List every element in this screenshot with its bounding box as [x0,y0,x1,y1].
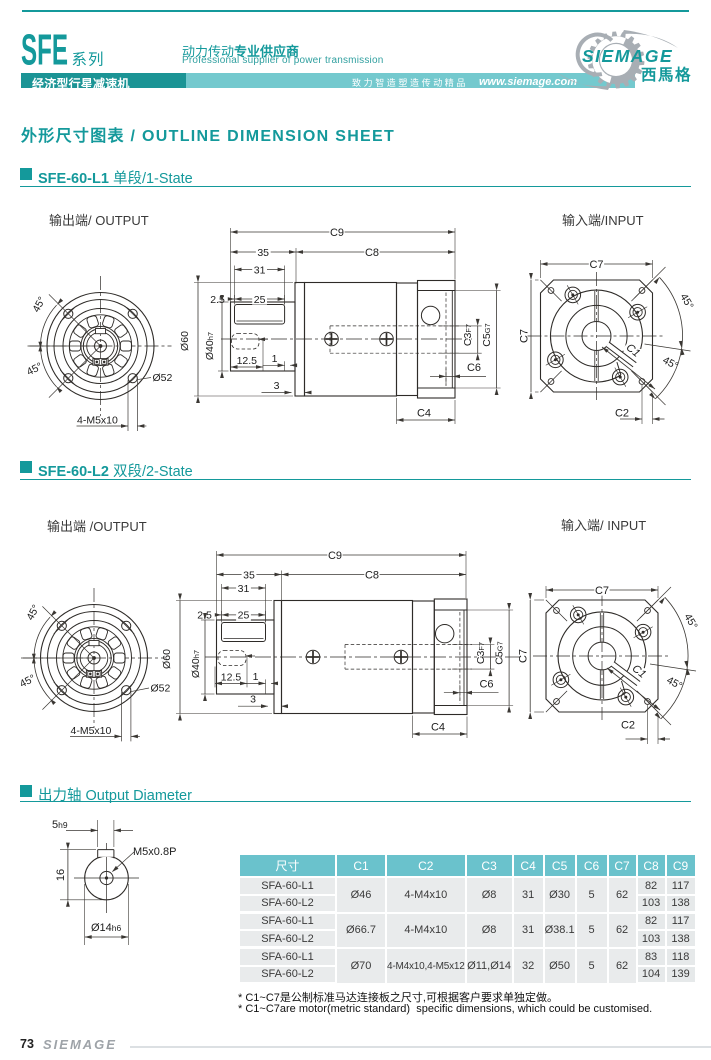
svg-text:Ø52: Ø52 [153,372,173,384]
svg-text:Ø60: Ø60 [161,649,173,669]
svg-text:C7: C7 [519,329,531,343]
svg-text:C4: C4 [417,408,431,420]
svg-text:系列: 系列 [72,51,105,69]
svg-text:45°: 45° [681,612,699,632]
svg-text:5h9: 5h9 [52,819,68,831]
svg-text:Ø40h7: Ø40h7 [190,650,202,678]
svg-text:4-M5x10: 4-M5x10 [77,415,118,427]
svg-text:C6: C6 [479,679,493,691]
svg-text:45°: 45° [30,295,48,315]
svg-text:C7: C7 [518,649,530,663]
svg-text:12.5: 12.5 [237,355,258,367]
svg-text:1: 1 [253,671,259,683]
svg-text:31: 31 [254,264,266,276]
svg-text:45°: 45° [18,672,38,690]
svg-text:Ø60: Ø60 [179,331,191,351]
svg-text:C5G7: C5G7 [494,641,506,664]
svg-text:C2: C2 [615,408,629,420]
svg-text:35: 35 [257,247,269,259]
svg-text:12.5: 12.5 [221,671,242,683]
svg-text:45°: 45° [25,360,45,378]
svg-text:3: 3 [250,694,256,706]
svg-text:C6: C6 [467,362,481,374]
svg-text:45°: 45° [24,603,42,623]
svg-text:M5x0.8P: M5x0.8P [133,846,176,858]
svg-text:C8: C8 [365,247,379,259]
svg-text:C7: C7 [589,259,603,271]
svg-text:Ø52: Ø52 [151,683,171,695]
svg-text:25: 25 [238,610,250,622]
svg-text:3: 3 [274,380,280,392]
svg-text:C7: C7 [595,585,609,597]
svg-text:25: 25 [254,294,266,306]
svg-text:4-M5x10: 4-M5x10 [71,725,112,737]
svg-text:C9: C9 [328,550,342,562]
svg-text:Ø40h7: Ø40h7 [204,332,216,360]
svg-text:1: 1 [272,353,278,365]
svg-text:45°: 45° [677,292,695,312]
svg-text:C8: C8 [365,569,379,581]
svg-text:35: 35 [243,569,255,581]
svg-text:31: 31 [238,583,250,595]
svg-text:16: 16 [55,869,67,881]
svg-text:Ø14h6: Ø14h6 [91,922,122,934]
svg-text:45°: 45° [661,354,681,372]
svg-text:C9: C9 [330,227,344,239]
svg-text:C3F7: C3F7 [462,324,474,346]
svg-text:C4: C4 [431,722,445,734]
svg-text:C3F7: C3F7 [475,642,487,664]
svg-text:SFE: SFE [21,25,68,74]
svg-text:C2: C2 [621,720,635,732]
svg-text:C5G7: C5G7 [481,323,493,346]
